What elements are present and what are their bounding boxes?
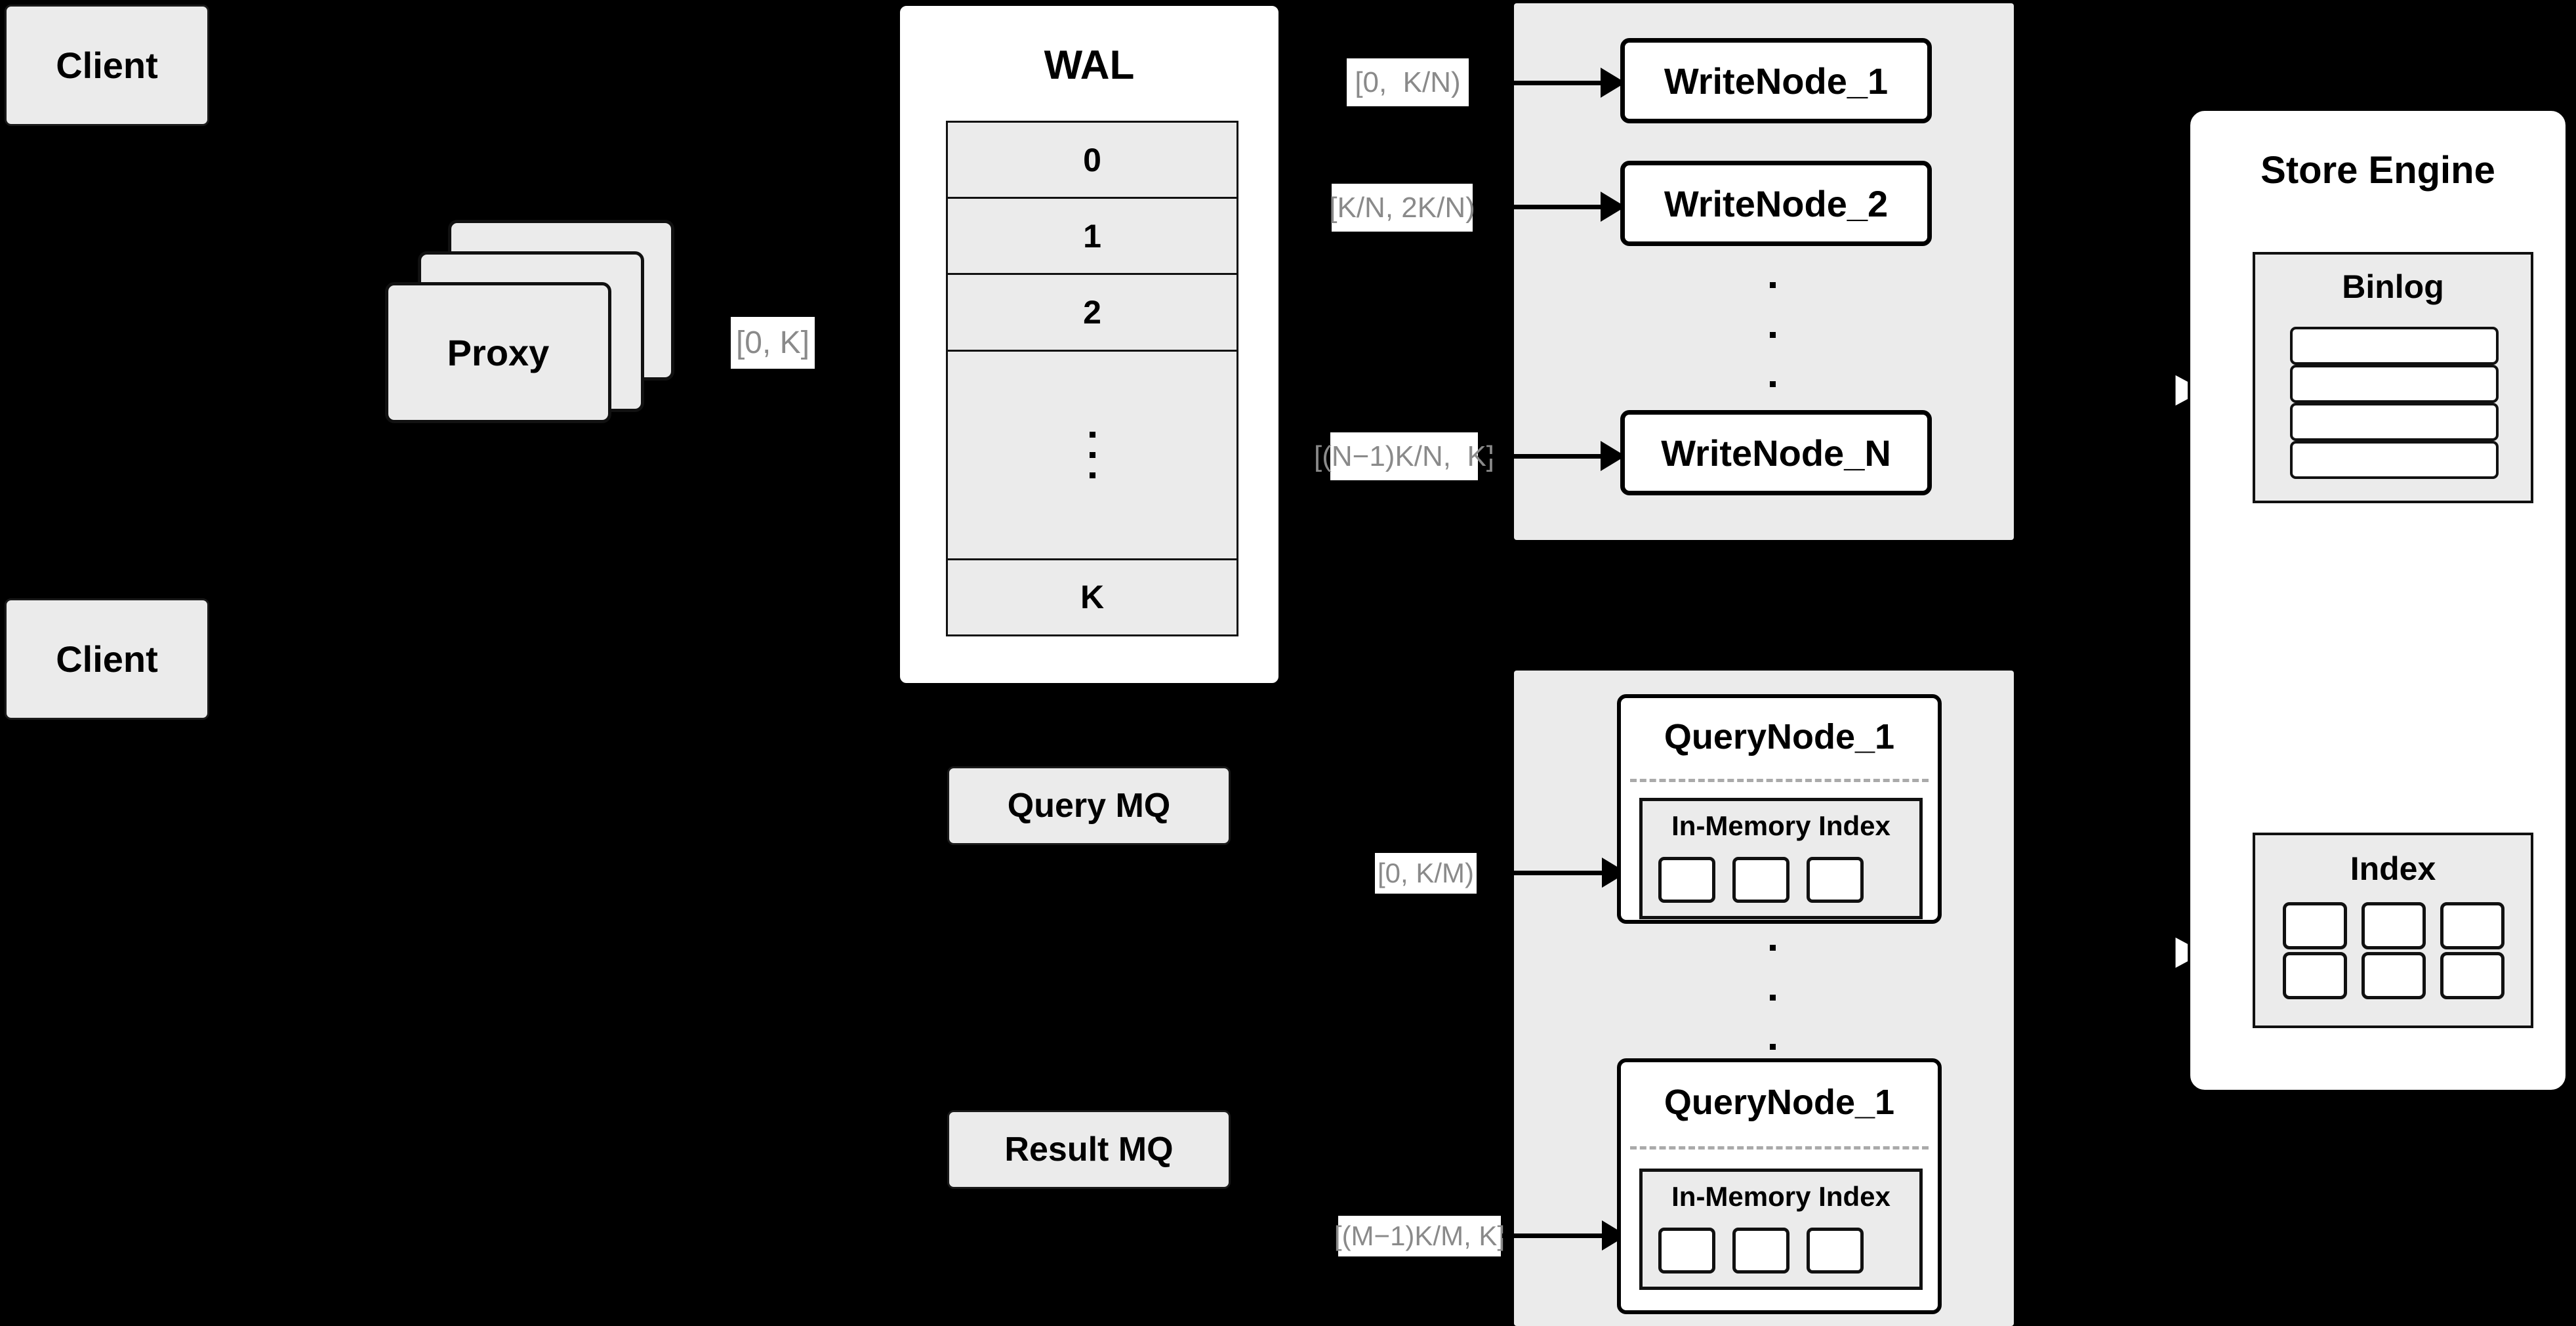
wal-row-0: 0	[948, 123, 1237, 199]
wal-row-k: K	[948, 560, 1237, 635]
query-node-m-range-label: [(M−1)K/M, K]	[1334, 1216, 1505, 1256]
query-node-m-divider	[1630, 1146, 1929, 1150]
result-mq-label: Result MQ	[1004, 1130, 1174, 1169]
wal-row-table: 0 1 2 K	[946, 121, 1238, 636]
index-cell	[2283, 952, 2347, 999]
query-node-m-in-memory-index-title: In-Memory Index	[1671, 1181, 1891, 1212]
query-node-1-title: QueryNode_1	[1664, 717, 1895, 756]
query-group-vertical-ellipsis-icon	[1770, 945, 1776, 1050]
write-node-1-range-text: [0, K/N)	[1355, 66, 1461, 98]
query-node-m-in-memory-index: In-Memory Index	[1639, 1169, 1923, 1290]
client-node-1-label: Client	[56, 45, 158, 86]
write-node-2[interactable]: WriteNode_2	[1620, 161, 1932, 246]
write-node-n-arrow-line	[1479, 454, 1610, 459]
query-node-1-in-memory-index-title: In-Memory Index	[1671, 810, 1891, 841]
dot-icon	[1770, 282, 1776, 288]
proxy-range-label: [0, K]	[731, 317, 815, 369]
binlog-panel: Binlog	[2253, 252, 2533, 503]
binlog-row	[2290, 441, 2499, 479]
proxy-range-label-text: [0, K]	[735, 325, 810, 360]
query-node-1-range-text: [0, K/M)	[1377, 858, 1475, 888]
write-group-vertical-ellipsis-icon	[1770, 282, 1776, 387]
client-node-1[interactable]: Client	[5, 5, 209, 126]
query-node-m-title: QueryNode_1	[1664, 1083, 1895, 1122]
wal-row-0-label: 0	[1083, 141, 1101, 178]
dot-icon	[1770, 381, 1776, 387]
in-memory-index-cell	[1658, 1228, 1715, 1274]
dot-icon	[1770, 945, 1776, 951]
dot-icon	[1770, 1044, 1776, 1050]
wal-row-2: 2	[948, 275, 1237, 352]
index-cell	[2440, 902, 2504, 949]
client-node-2[interactable]: Client	[5, 598, 209, 720]
store-engine-title: Store Engine	[2260, 149, 2495, 192]
wal-row-ellipsis	[948, 351, 1237, 560]
write-node-2-range-text: [K/N, 2K/N)	[1329, 191, 1475, 224]
client-node-2-label: Client	[56, 638, 158, 680]
index-cell	[2283, 902, 2347, 949]
result-mq-node[interactable]: Result MQ	[947, 1110, 1231, 1189]
wal-title: WAL	[1044, 43, 1135, 88]
write-node-1-arrow-line	[1479, 81, 1610, 85]
index-panel: Index	[2253, 833, 2533, 1028]
binlog-row	[2290, 365, 2499, 403]
wal-row-1-label: 1	[1083, 217, 1101, 255]
dot-icon	[1089, 472, 1095, 478]
dot-icon	[1089, 451, 1095, 458]
write-node-2-label: WriteNode_2	[1664, 182, 1889, 224]
dot-icon	[1770, 332, 1776, 338]
binlog-title: Binlog	[2342, 268, 2444, 305]
binlog-row	[2290, 403, 2499, 441]
index-cell	[2440, 952, 2504, 999]
wal-row-2-label: 2	[1083, 294, 1101, 331]
index-cell	[2361, 902, 2426, 949]
query-mq-node[interactable]: Query MQ	[947, 766, 1231, 845]
query-node-m-arrow-line	[1502, 1233, 1612, 1238]
query-node-1-range-label: [0, K/M)	[1375, 853, 1477, 894]
query-mq-label: Query MQ	[1007, 787, 1171, 825]
index-inbound-arrow-line	[2124, 951, 2177, 955]
wal-container: WAL 0 1 2 K	[897, 3, 1281, 686]
dot-icon	[1770, 995, 1776, 1001]
write-node-n-range-label: [(N−1)K/N, K]	[1314, 432, 1494, 480]
write-node-2-arrow-line	[1479, 205, 1610, 209]
query-node-1[interactable]: QueryNode_1 In-Memory Index	[1617, 694, 1942, 924]
wal-row-1: 1	[948, 199, 1237, 276]
query-node-1-divider	[1630, 779, 1929, 782]
write-node-1[interactable]: WriteNode_1	[1620, 38, 1932, 123]
in-memory-index-cell	[1732, 857, 1789, 903]
write-node-n[interactable]: WriteNode_N	[1620, 410, 1932, 495]
write-node-1-label: WriteNode_1	[1664, 60, 1889, 102]
in-memory-index-cell	[1807, 857, 1864, 903]
in-memory-index-cell	[1732, 1228, 1789, 1274]
write-node-n-range-text: [(N−1)K/N, K]	[1313, 440, 1495, 472]
dot-icon	[1089, 431, 1095, 438]
in-memory-index-cell	[1807, 1228, 1864, 1274]
query-node-m-range-text: [(M−1)K/M, K]	[1334, 1220, 1505, 1251]
query-node-m[interactable]: QueryNode_1 In-Memory Index	[1617, 1058, 1942, 1314]
binlog-row	[2290, 327, 2499, 365]
binlog-inbound-arrow-line	[2124, 389, 2177, 392]
write-node-n-label: WriteNode_N	[1661, 432, 1891, 474]
index-title: Index	[2350, 850, 2436, 887]
write-node-2-range-label: [K/N, 2K/N)	[1329, 184, 1475, 232]
wal-vertical-ellipsis-icon	[1089, 431, 1095, 478]
index-cell	[2361, 952, 2426, 999]
write-node-1-range-label: [0, K/N)	[1347, 58, 1469, 106]
query-node-1-arrow-line	[1477, 871, 1612, 875]
in-memory-index-cell	[1658, 857, 1715, 903]
wal-row-k-label: K	[1080, 579, 1105, 616]
proxy-node[interactable]: Proxy	[385, 282, 611, 423]
proxy-node-label: Proxy	[447, 332, 550, 373]
store-engine-container: Store Engine Binlog Index	[2188, 108, 2568, 1092]
query-node-1-in-memory-index: In-Memory Index	[1639, 798, 1923, 919]
